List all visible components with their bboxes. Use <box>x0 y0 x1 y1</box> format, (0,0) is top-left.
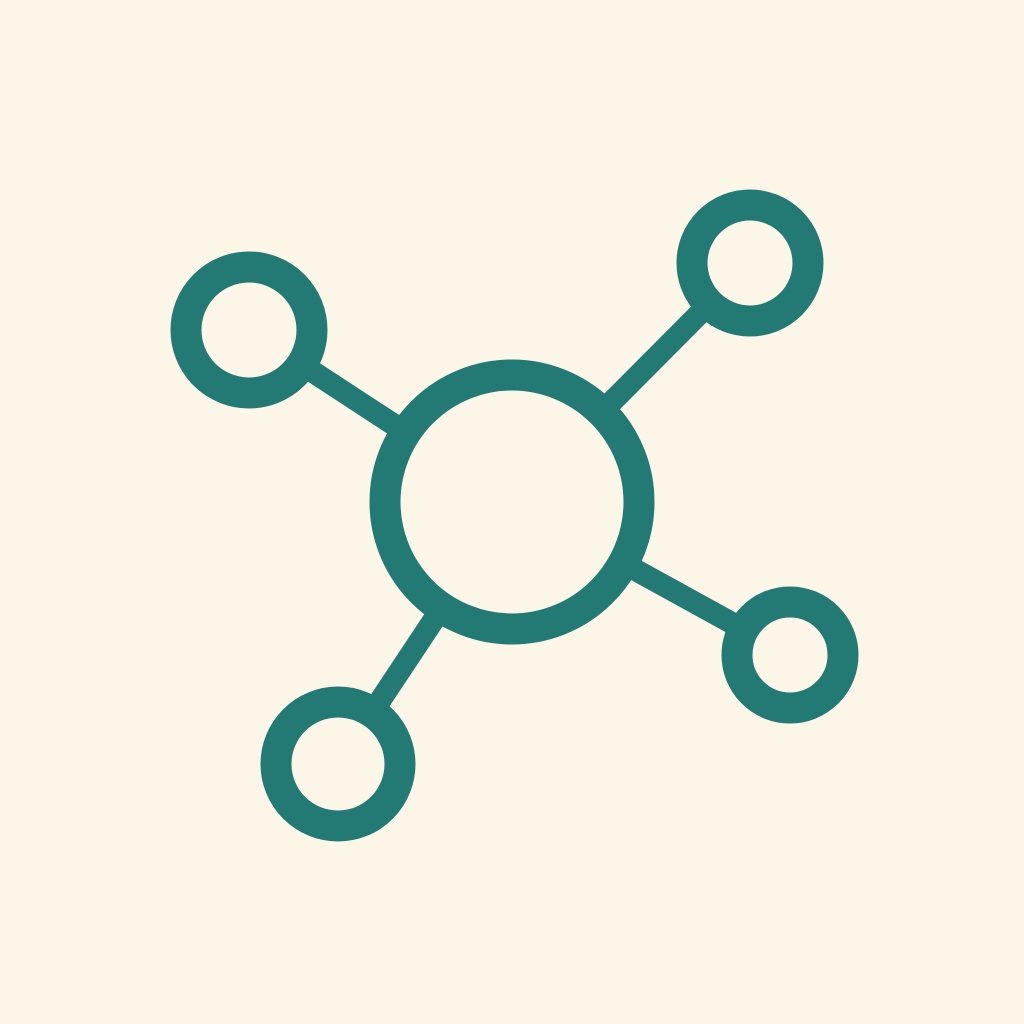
satellite-node-top-right <box>676 189 824 337</box>
satellite-node-top-left <box>170 251 328 409</box>
hub-node <box>369 359 655 645</box>
satellite-node-bottom-left <box>260 686 416 842</box>
satellite-node-bottom-right <box>721 586 859 724</box>
nodes <box>170 189 859 842</box>
